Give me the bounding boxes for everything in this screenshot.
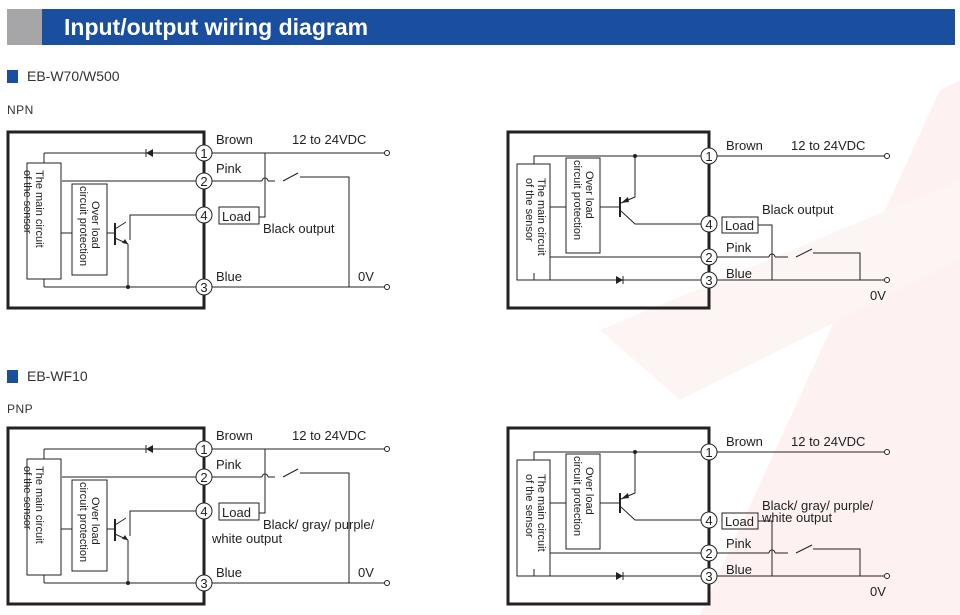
- label-out1: Black/ gray/ purple/: [762, 498, 874, 513]
- label-out2: white output: [761, 510, 832, 525]
- section-heading: EB-W70/W500: [7, 68, 120, 84]
- label-t3: 3: [705, 569, 712, 584]
- page-title: Input/output wiring diagram: [42, 9, 955, 45]
- label-out2: white output: [211, 531, 282, 546]
- label-supply: 12 to 24VDC: [791, 434, 865, 449]
- label-t2: 2: [705, 546, 712, 561]
- label-main2: of the sensor: [523, 178, 535, 242]
- label-load: Load: [725, 218, 754, 233]
- label-t3: 3: [705, 273, 712, 288]
- diode-icon: [616, 276, 623, 284]
- label-brown: Brown: [726, 434, 763, 449]
- label-ol1: Over load: [89, 497, 101, 545]
- section-marker-icon: [7, 69, 18, 83]
- label-t3: 3: [200, 576, 207, 591]
- header-accent: [7, 9, 42, 45]
- diode-icon: [146, 445, 153, 453]
- label-t2: 2: [705, 250, 712, 265]
- label-pink: Pink: [726, 240, 752, 255]
- label-blue: Blue: [216, 565, 242, 580]
- label-ol1: Over load: [583, 467, 595, 515]
- label-t4: 4: [200, 208, 207, 223]
- label-supply: 12 to 24VDC: [292, 428, 366, 443]
- section-heading: EB-WF10: [7, 368, 88, 384]
- section-model: EB-WF10: [27, 368, 88, 384]
- label-zero: 0V: [870, 288, 886, 303]
- wiring-diagram-3: 1 2 4 3 Brown 12 to 24VDC Pink Load Black/ …: [6, 426, 390, 606]
- label-main1: The main circuit: [535, 474, 547, 552]
- label-t1: 1: [705, 149, 712, 164]
- label-main2: of the sensor: [21, 466, 33, 530]
- label-t4: 4: [705, 217, 712, 232]
- label-main2: of the sensor: [523, 474, 535, 538]
- label-ol2: circuit protection: [77, 482, 89, 562]
- label-load: Load: [725, 514, 754, 529]
- label-ol1: Over load: [583, 171, 595, 219]
- label-load: Load: [222, 505, 251, 520]
- label-main1: The main circuit: [535, 178, 547, 256]
- label-t2: 2: [200, 174, 207, 189]
- wiring-diagram-1: 1 2 4 3 Brown 12 to 24VDC Pink Load Black o…: [6, 130, 390, 310]
- wiring-diagram-2: 1 4 2 3 Brown 12 to 24VDC Black output Load…: [506, 130, 890, 310]
- label-supply: 12 to 24VDC: [791, 138, 865, 153]
- label-pink: Pink: [216, 161, 242, 176]
- label-brown: Brown: [216, 132, 253, 147]
- label-t2: 2: [200, 470, 207, 485]
- page-header: Input/output wiring diagram: [7, 9, 955, 45]
- diode-icon: [146, 149, 153, 157]
- label-t1: 1: [200, 442, 207, 457]
- label-brown: Brown: [726, 138, 763, 153]
- section-marker-icon: [7, 369, 18, 383]
- label-zero: 0V: [870, 584, 886, 599]
- label-t3: 3: [200, 280, 207, 295]
- label-out1: Black output: [762, 202, 834, 217]
- label-out1: Black output: [263, 221, 335, 236]
- label-t4: 4: [200, 504, 207, 519]
- label-zero: 0V: [358, 269, 374, 284]
- label-blue: Blue: [726, 266, 752, 281]
- terminal-numbers: 1 2 4 3: [200, 146, 207, 295]
- label-main1: The main circuit: [33, 466, 45, 544]
- output-type: NPN: [7, 103, 34, 117]
- label-blue: Blue: [216, 269, 242, 284]
- label-ol2: circuit protection: [77, 186, 89, 266]
- label-load: Load: [222, 209, 251, 224]
- label-brown: Brown: [216, 428, 253, 443]
- label-ol1: Over load: [89, 201, 101, 249]
- terminal-numbers: 1 2 4 3: [200, 442, 207, 591]
- label-t4: 4: [705, 513, 712, 528]
- label-supply: 12 to 24VDC: [292, 132, 366, 147]
- diode-icon: [616, 572, 623, 580]
- label-main1: The main circuit: [33, 170, 45, 248]
- label-out1: Black/ gray/ purple/: [263, 517, 375, 532]
- label-ol2: circuit protection: [571, 456, 583, 536]
- label-pink: Pink: [216, 457, 242, 472]
- label-ol2: circuit protection: [571, 160, 583, 240]
- label-t1: 1: [705, 445, 712, 460]
- label-main2: of the sensor: [21, 170, 33, 234]
- label-zero: 0V: [358, 565, 374, 580]
- wiring-diagram-4: 1 4 2 3 Brown 12 to 24VDC Black/ gray/ purp…: [506, 426, 890, 606]
- label-blue: Blue: [726, 562, 752, 577]
- section-model: EB-W70/W500: [27, 68, 120, 84]
- label-pink: Pink: [726, 536, 752, 551]
- output-type: PNP: [7, 402, 34, 416]
- label-t1: 1: [200, 146, 207, 161]
